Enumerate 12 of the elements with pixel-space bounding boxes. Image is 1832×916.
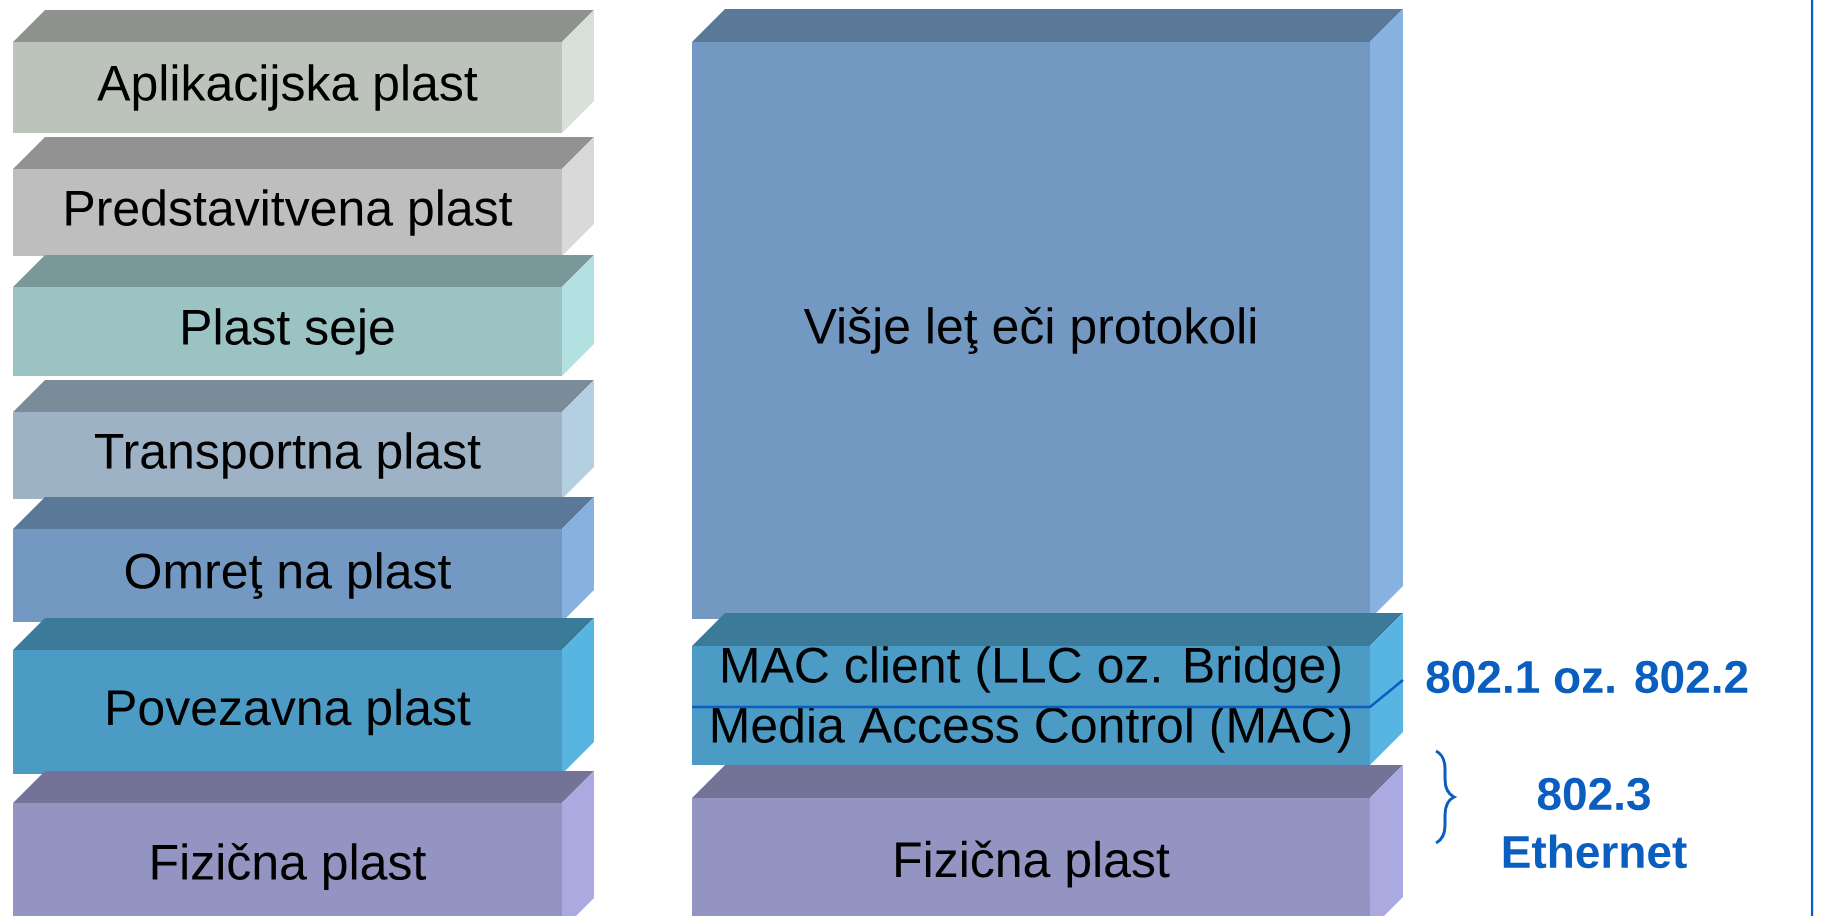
layer-box: Višje leţ eči protokoli [692,9,1403,619]
layer-box: Predstavitvena plast [13,137,594,256]
standard-label: 802.3 Ethernet [1503,777,1687,869]
layer-box: Fizična plast [13,771,594,916]
layer-box: Omreţ na plast [13,497,594,622]
layer-box: Fizična plast [692,765,1403,916]
layer-box: Povezavna plast [13,618,594,774]
layer-box: Transportna plast [13,380,594,499]
layer-box: MAC client (LLC oz. Bridge) Media Access Control (MAC) [692,613,1403,765]
layer-box: Aplikacijska plast [13,10,594,133]
layer-box: Plast seje [13,255,594,376]
standard-label: 802.1 oz. 802.2 [1426,660,1748,694]
